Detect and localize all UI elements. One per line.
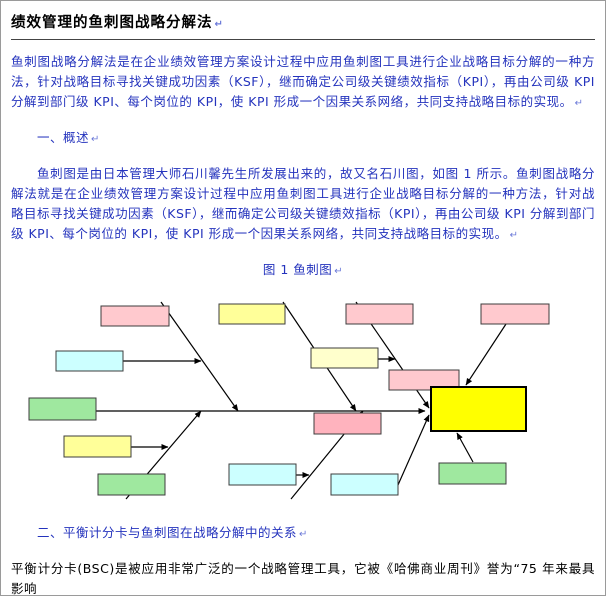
document-title-text: 绩效管理的鱼刺图战略分解法 xyxy=(11,15,213,31)
section2-paragraph-text: 平衡计分卡(BSC)是被应用非常广泛的一个战略管理工具，它被《哈佛商业周刊》誉为… xyxy=(11,561,595,596)
fishbone-line xyxy=(465,323,507,386)
fishbone-box xyxy=(100,305,170,327)
paragraph-mark: ↵ xyxy=(509,230,519,241)
section2-heading-text: 二、平衡计分卡与鱼刺图在战略分解中的关系 xyxy=(37,525,298,540)
fishbone-box xyxy=(313,412,382,435)
paragraph-mark: ↵ xyxy=(334,266,344,277)
fishbone-line xyxy=(160,301,239,412)
fishbone-box xyxy=(480,303,550,325)
fishbone-line xyxy=(456,432,474,463)
section1-paragraph-text: 鱼刺图是由日本管理大师石川馨先生所发展出来的，故又名石川图，如图 1 所示。鱼刺… xyxy=(11,166,595,241)
fishbone-box xyxy=(310,347,379,369)
section1-heading-text: 一、概述 xyxy=(37,130,90,145)
section2-heading: 二、平衡计分卡与鱼刺图在战略分解中的关系↵ xyxy=(11,523,595,545)
paragraph-mark: ↵ xyxy=(214,19,224,30)
fishbone-box xyxy=(97,473,166,496)
fishbone-box xyxy=(388,369,460,391)
fishbone-box xyxy=(28,397,97,421)
intro-paragraph: 鱼刺图战略分解法是在企业绩效管理方案设计过程中应用鱼刺图工具进行企业战略目标分解… xyxy=(11,52,595,114)
paragraph-mark: ↵ xyxy=(299,529,308,540)
section1-paragraph: 鱼刺图是由日本管理大师石川馨先生所发展出来的，故又名石川图，如图 1 所示。鱼刺… xyxy=(11,164,595,246)
document-title: 绩效管理的鱼刺图战略分解法↵ xyxy=(11,9,595,40)
figure-caption: 图 1 鱼刺图↵ xyxy=(11,260,595,282)
section1-heading: 一、概述↵ xyxy=(11,128,595,150)
fishbone-box xyxy=(345,303,414,325)
fishbone-head-box xyxy=(430,386,527,432)
fishbone-box xyxy=(438,462,507,485)
figure-caption-text: 图 1 鱼刺图 xyxy=(262,262,333,277)
fishbone-svg xyxy=(28,301,550,500)
fishbone-line xyxy=(393,414,430,495)
fishbone-diagram xyxy=(1,284,605,519)
fishbone-box xyxy=(63,435,132,458)
fishbone-box xyxy=(330,473,399,496)
section2-paragraph: 平衡计分卡(BSC)是被应用非常广泛的一个战略管理工具，它被《哈佛商业周刊》誉为… xyxy=(11,559,595,596)
paragraph-mark: ↵ xyxy=(91,134,100,145)
fishbone-box xyxy=(218,303,286,325)
intro-paragraph-text: 鱼刺图战略分解法是在企业绩效管理方案设计过程中应用鱼刺图工具进行企业战略目标分解… xyxy=(11,54,595,109)
fishbone-box xyxy=(55,350,124,372)
paragraph-mark: ↵ xyxy=(574,98,584,109)
fishbone-box xyxy=(228,463,297,486)
